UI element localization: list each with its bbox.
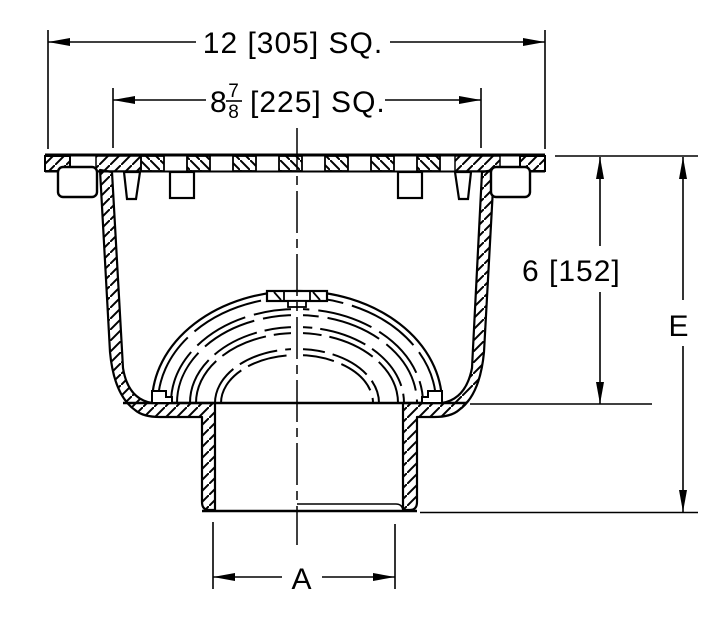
- arrow-right-icon: [373, 573, 395, 581]
- arrow-up-icon: [596, 157, 604, 179]
- right-grate-lug: [396, 170, 424, 200]
- grate-section: [44, 153, 546, 201]
- left-grate-lug: [168, 170, 196, 200]
- outlet-inner-shoulder: [297, 503, 404, 511]
- arrow-up-icon: [679, 157, 687, 179]
- arrow-right-icon: [459, 96, 481, 104]
- arrow-left-icon: [48, 38, 70, 46]
- right-anchor-lug: [489, 165, 532, 199]
- dimension-top-square: 12 [305] SQ.: [47, 27, 546, 149]
- drain-body-section: [98, 168, 496, 513]
- dimension-outlet-size: A: [212, 522, 396, 596]
- dome-left-foot: [151, 390, 173, 404]
- dim-grate-denominator: 8: [228, 102, 240, 123]
- arrow-left-icon: [213, 573, 235, 581]
- dimension-sump-depth: 6 [152]: [470, 155, 698, 405]
- left-grate-rib: [122, 170, 142, 201]
- body-left-wall: [98, 168, 217, 512]
- arrow-right-icon: [523, 38, 545, 46]
- dim-grate-whole: 8: [210, 86, 228, 119]
- dome-right-foot: [421, 390, 443, 404]
- dim-grate-rest: [225] SQ.: [250, 86, 386, 119]
- dimension-grate-square: 8 7 8 [225] SQ.: [112, 81, 482, 148]
- dim-grate-numerator: 7: [228, 81, 240, 102]
- dimension-overall-height: E: [420, 157, 698, 514]
- body-right-wall: [401, 168, 496, 512]
- dim-outlet-label: A: [291, 563, 312, 596]
- arrow-down-icon: [679, 490, 687, 512]
- dim-top-label: 12 [305] SQ.: [203, 27, 383, 60]
- left-anchor-lug: [56, 165, 99, 199]
- flange-left-wall-top: [95, 155, 142, 172]
- dim-depth-label: 6 [152]: [522, 255, 621, 288]
- dim-height-label: E: [668, 310, 689, 343]
- arrow-left-icon: [113, 96, 135, 104]
- grate-bars: [140, 155, 441, 172]
- right-grate-rib: [453, 170, 473, 201]
- arrow-down-icon: [596, 382, 604, 404]
